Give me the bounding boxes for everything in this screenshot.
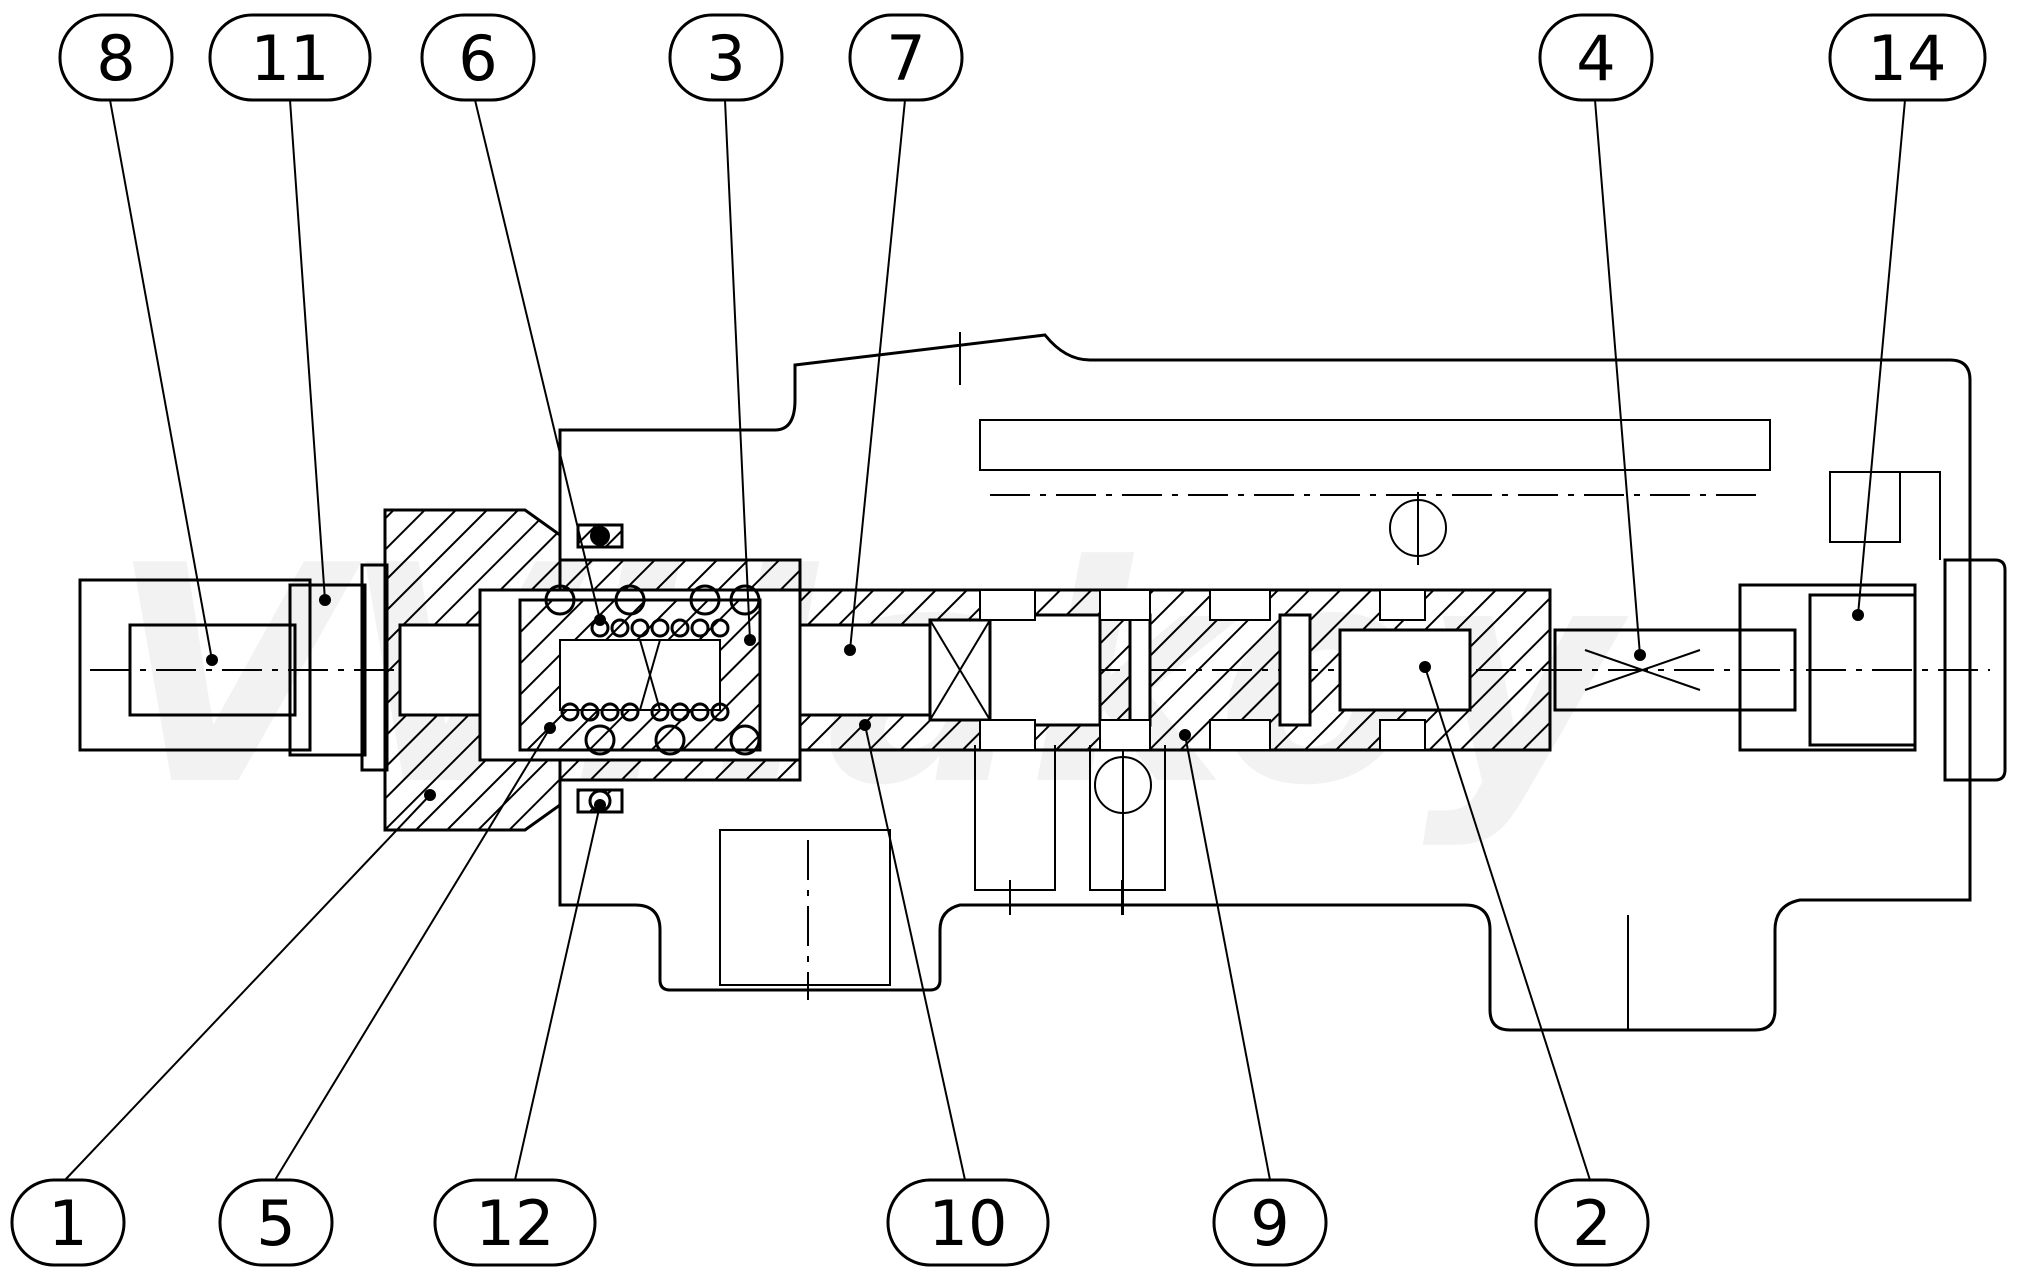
callout-12: 12 bbox=[433, 799, 606, 1267]
svg-text:11: 11 bbox=[251, 22, 330, 95]
spring-assembly bbox=[518, 584, 762, 756]
svg-text:10: 10 bbox=[929, 1187, 1008, 1260]
valve-housing bbox=[558, 332, 1972, 1032]
callout-6: 6 bbox=[420, 13, 606, 626]
svg-text:5: 5 bbox=[256, 1187, 295, 1260]
svg-text:2: 2 bbox=[1572, 1187, 1611, 1260]
callout-4: 4 bbox=[1538, 13, 1654, 661]
callout-3: 3 bbox=[668, 13, 784, 646]
svg-text:14: 14 bbox=[1868, 22, 1947, 95]
svg-text:9: 9 bbox=[1250, 1187, 1289, 1260]
svg-text:7: 7 bbox=[886, 22, 925, 95]
spring-coils-bottom bbox=[560, 702, 761, 756]
svg-text:3: 3 bbox=[706, 22, 745, 95]
right-end-plug bbox=[1553, 471, 2007, 782]
callout-7: 7 bbox=[844, 13, 964, 656]
callout-2: 2 bbox=[1419, 661, 1650, 1267]
spring-coils-top bbox=[544, 584, 761, 638]
callout-5: 5 bbox=[218, 722, 556, 1267]
callouts: 8 11 6 3 7 4 14 bbox=[10, 13, 1987, 1267]
callout-14: 14 bbox=[1828, 13, 1987, 621]
svg-text:6: 6 bbox=[458, 22, 497, 95]
callout-9: 9 bbox=[1179, 729, 1328, 1267]
svg-text:8: 8 bbox=[96, 22, 135, 95]
svg-text:1: 1 bbox=[48, 1187, 87, 1260]
svg-text:4: 4 bbox=[1576, 22, 1615, 95]
callout-11: 11 bbox=[208, 13, 372, 606]
callout-8: 8 bbox=[58, 13, 218, 666]
callout-1: 1 bbox=[10, 789, 436, 1267]
svg-text:12: 12 bbox=[476, 1187, 555, 1260]
valve-sleeve bbox=[798, 588, 1552, 752]
callout-10: 10 bbox=[859, 719, 1050, 1267]
